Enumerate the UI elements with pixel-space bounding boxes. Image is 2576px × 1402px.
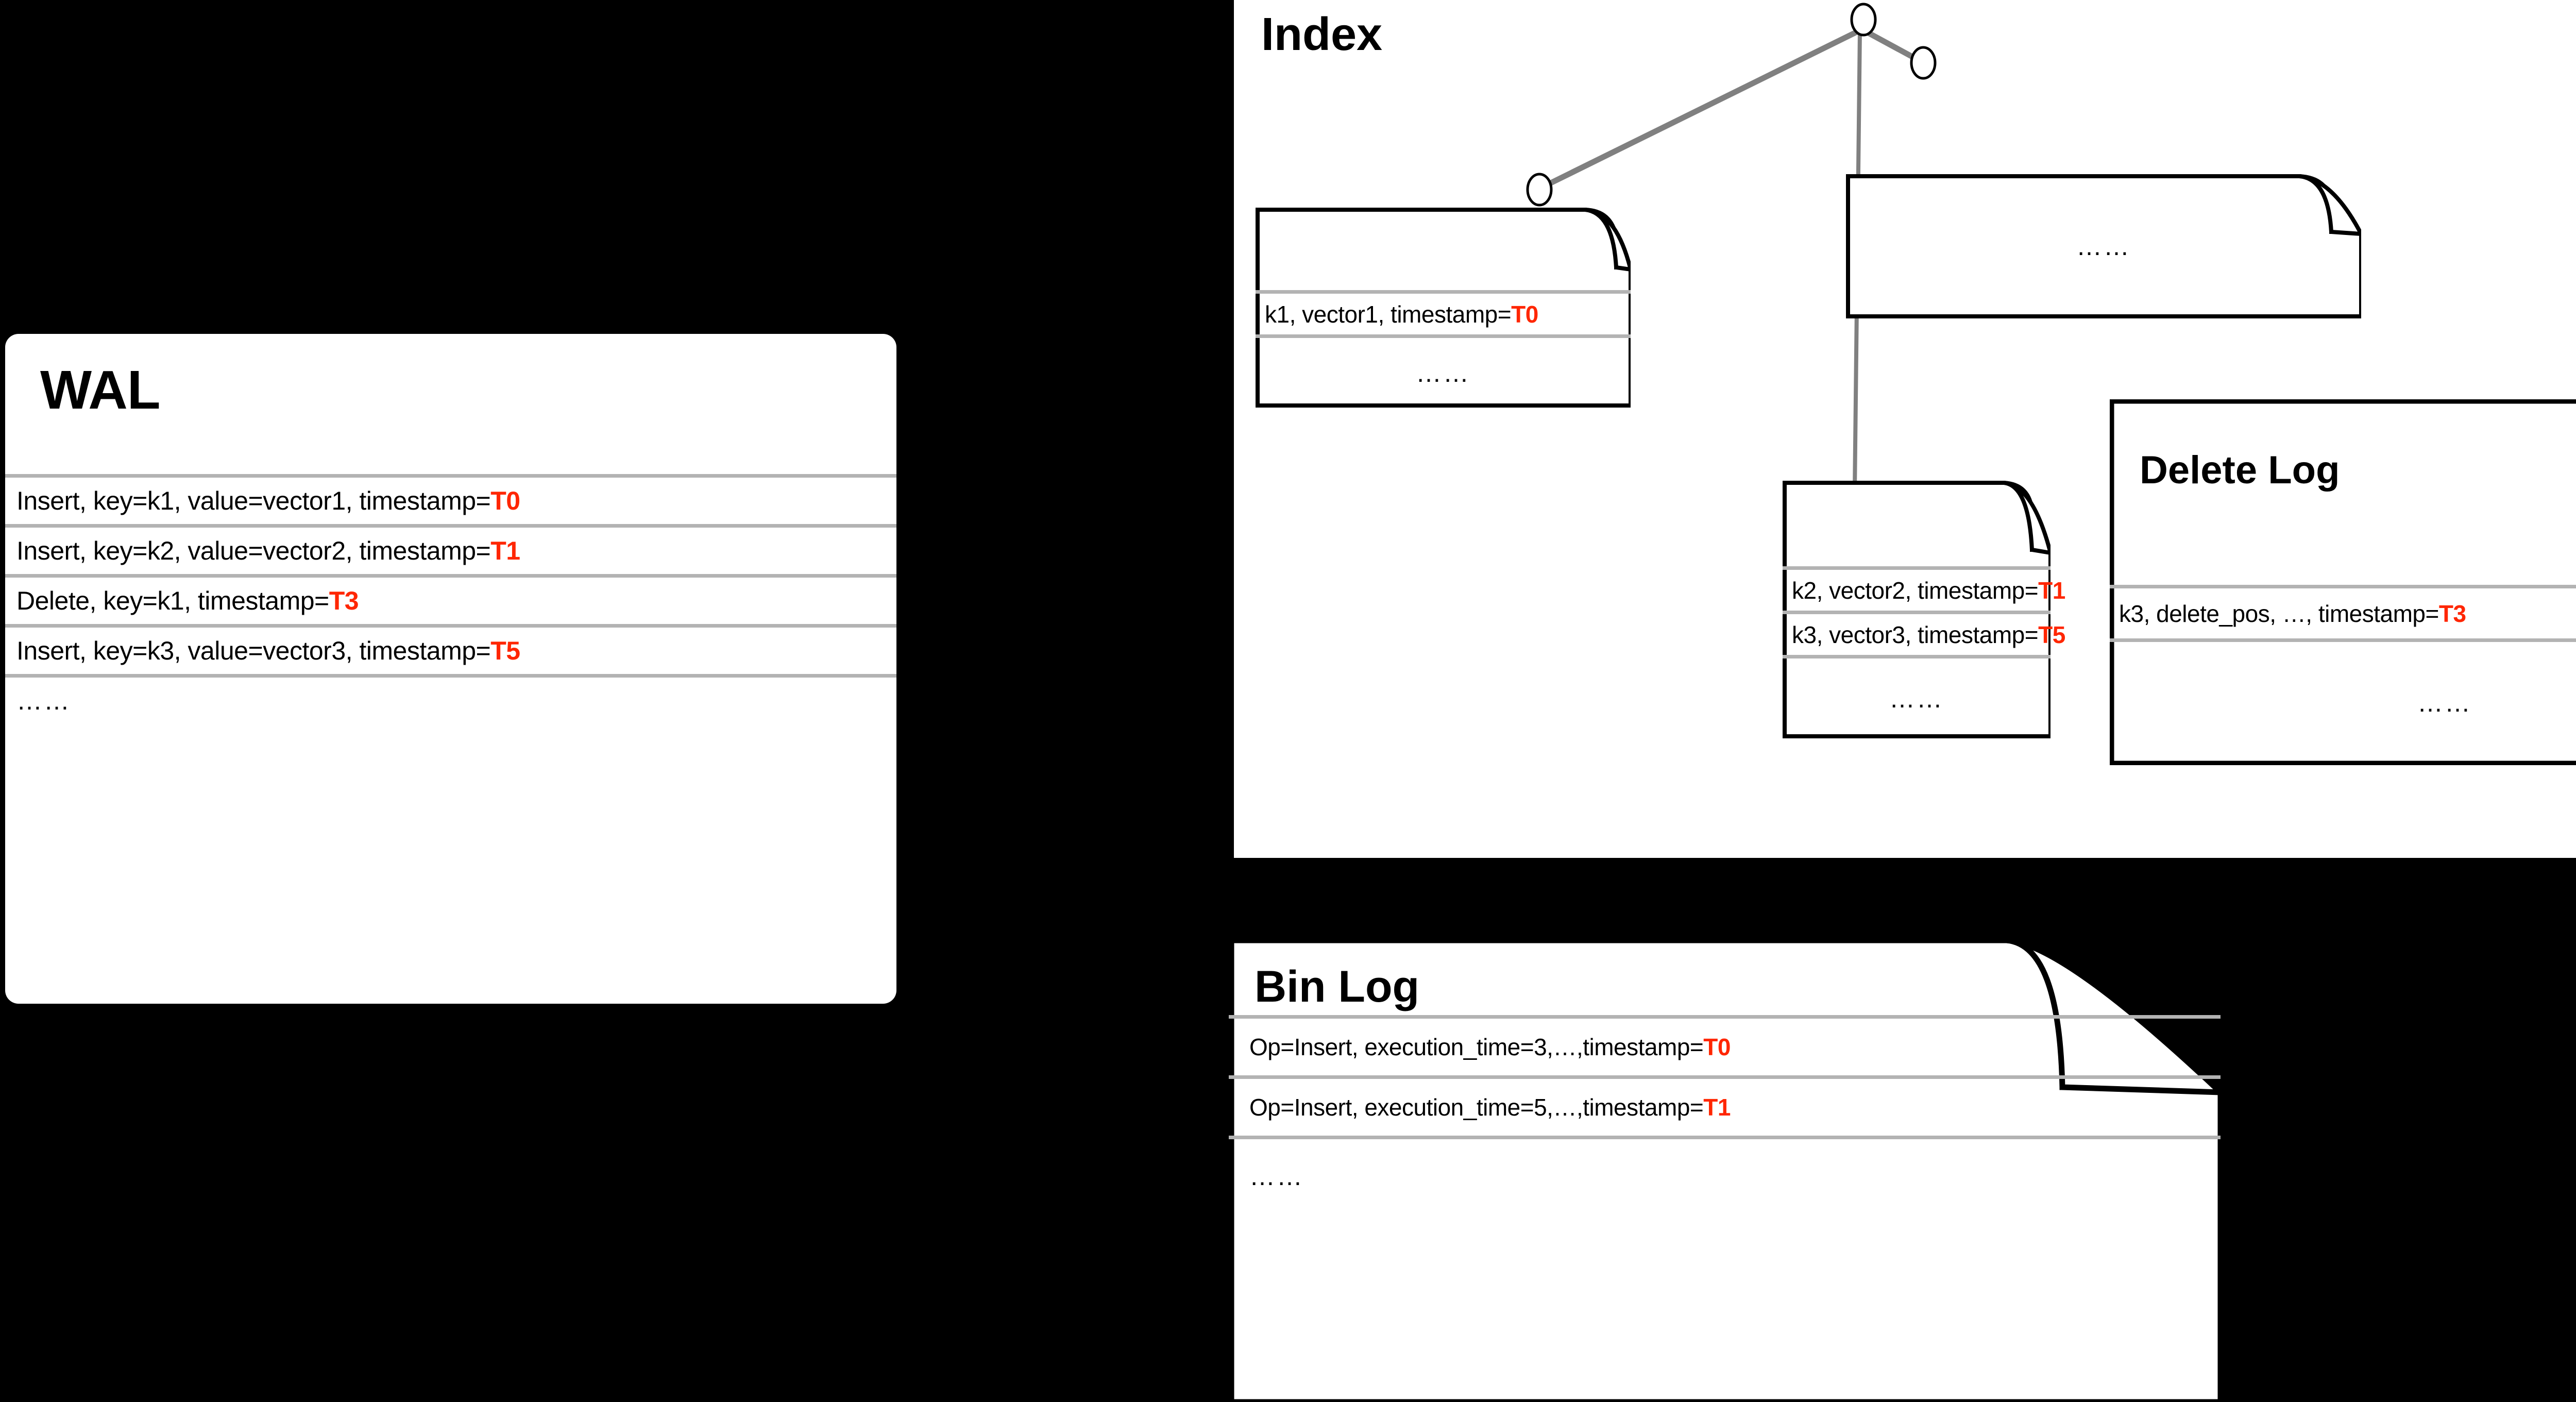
index-card-row-ellipsis: …… <box>1889 684 1944 713</box>
bin-log-row: Op=Insert, execution_time=5,…,timestamp=… <box>1229 1075 2221 1136</box>
wal-row: Insert, key=k1, value=vector1, timestamp… <box>5 474 896 524</box>
delete-log-row: k3, delete_pos, …, timestamp=T3 <box>2110 585 2576 638</box>
delete-log-body: Delete Log k3, delete_pos, …, timestamp=… <box>2110 399 2576 765</box>
index-card-row: …… <box>1846 174 2361 318</box>
wal-row-timestamp: T0 <box>490 486 520 515</box>
wal-row-text: Insert, key=k3, value=vector3, timestamp… <box>16 636 520 665</box>
index-card-row-text: k1, vector1, timestamp=T0 <box>1265 300 1538 328</box>
wal-row-list: Insert, key=k1, value=vector1, timestamp… <box>5 474 896 724</box>
index-card-row-ellipsis: …… <box>1416 358 1470 387</box>
delete-log-title: Delete Log <box>2140 448 2340 492</box>
index-card-row-text: k3, vector3, timestamp=T5 <box>1792 621 2065 648</box>
index-card-row-timestamp: T1 <box>2038 577 2065 604</box>
wal-row: Insert, key=k2, value=vector2, timestamp… <box>5 524 896 574</box>
index-card-row-text: k2, vector2, timestamp=T1 <box>1792 577 2065 604</box>
index-card-row: k3, vector3, timestamp=T5 <box>1783 611 2065 655</box>
bin-log-row-text: Op=Insert, execution_time=5,…,timestamp=… <box>1249 1094 1731 1121</box>
tree-edge-root-to-right <box>1865 29 1923 64</box>
delete-log-card[interactable]: Delete Log k3, delete_pos, …, timestamp=… <box>2110 399 2576 765</box>
tree-node-right <box>1910 46 1937 80</box>
index-card-row-timestamp: T0 <box>1511 300 1538 328</box>
index-title: Index <box>1261 9 1383 60</box>
delete-log-row-ellipsis: …… <box>2417 688 2472 717</box>
index-card-k1-shape <box>1256 208 1631 408</box>
index-card-row-ellipsis: …… <box>2076 232 2131 261</box>
bin-log-body: Bin Log Op=Insert, execution_time=3,…,ti… <box>1229 938 2221 1402</box>
wal-row-text: Insert, key=k1, value=vector1, timestamp… <box>16 486 520 515</box>
delete-log-row-text: k3, delete_pos, …, timestamp=T3 <box>2119 600 2466 627</box>
wal-title: WAL <box>40 360 160 420</box>
bin-log-row-timestamp: T1 <box>1703 1094 1731 1121</box>
index-card-row: …… <box>1256 334 1631 408</box>
index-card-k2-k3[interactable]: k2, vector2, timestamp=T1 k3, vector3, t… <box>1783 481 2065 738</box>
wal-row: Insert, key=k3, value=vector3, timestamp… <box>5 624 896 674</box>
bin-log-title: Bin Log <box>1255 962 1420 1011</box>
wal-row-timestamp: T3 <box>329 586 359 615</box>
index-card-k2-k3-shape <box>1783 481 2050 738</box>
index-card-row-timestamp: T5 <box>2038 621 2065 648</box>
bin-log-card[interactable]: Bin Log Op=Insert, execution_time=3,…,ti… <box>1229 938 2221 1402</box>
tree-node-left <box>1526 173 1553 207</box>
wal-row-timestamp: T1 <box>490 536 520 565</box>
bin-log-row-text: Op=Insert, execution_time=3,…,timestamp=… <box>1249 1034 1731 1060</box>
wal-row: Delete, key=k1, timestamp=T3 <box>5 574 896 624</box>
index-card-row: k1, vector1, timestamp=T0 <box>1256 290 1631 334</box>
wal-panel: WAL Insert, key=k1, value=vector1, times… <box>5 334 896 1004</box>
index-card-k1-body: k1, vector1, timestamp=T0 …… <box>1256 208 1631 408</box>
index-card-row: k2, vector2, timestamp=T1 <box>1783 566 2065 611</box>
index-panel: Index k1, vector1, timestamp=T0 <box>1234 0 2576 858</box>
delete-log-shape <box>2110 399 2576 765</box>
wal-row-text: Delete, key=k1, timestamp=T3 <box>16 586 359 615</box>
index-card-k2-k3-body: k2, vector2, timestamp=T1 k3, vector3, t… <box>1783 481 2065 738</box>
tree-edge-root-to-left <box>1544 28 1860 188</box>
wal-row-text: Insert, key=k2, value=vector2, timestamp… <box>16 536 520 565</box>
index-card-more-body: …… <box>1846 174 2361 318</box>
tree-node-root <box>1850 3 1877 37</box>
bin-log-row-timestamp: T0 <box>1703 1034 1731 1060</box>
delete-log-row-timestamp: T3 <box>2438 600 2466 627</box>
bin-log-row: …… <box>1229 1136 2221 1213</box>
bin-log-row-ellipsis: …… <box>1249 1161 1304 1191</box>
index-card-more-shape <box>1846 174 2361 318</box>
wal-row: …… <box>5 674 896 724</box>
delete-log-row: …… <box>2110 638 2576 763</box>
index-card-row: …… <box>1783 655 2050 738</box>
index-card-k1[interactable]: k1, vector1, timestamp=T0 …… <box>1256 208 1631 408</box>
wal-row-ellipsis: …… <box>16 686 71 715</box>
index-card-more[interactable]: …… <box>1846 174 2361 318</box>
bin-log-row: Op=Insert, execution_time=3,…,timestamp=… <box>1229 1015 2221 1075</box>
wal-row-timestamp: T5 <box>490 636 520 665</box>
